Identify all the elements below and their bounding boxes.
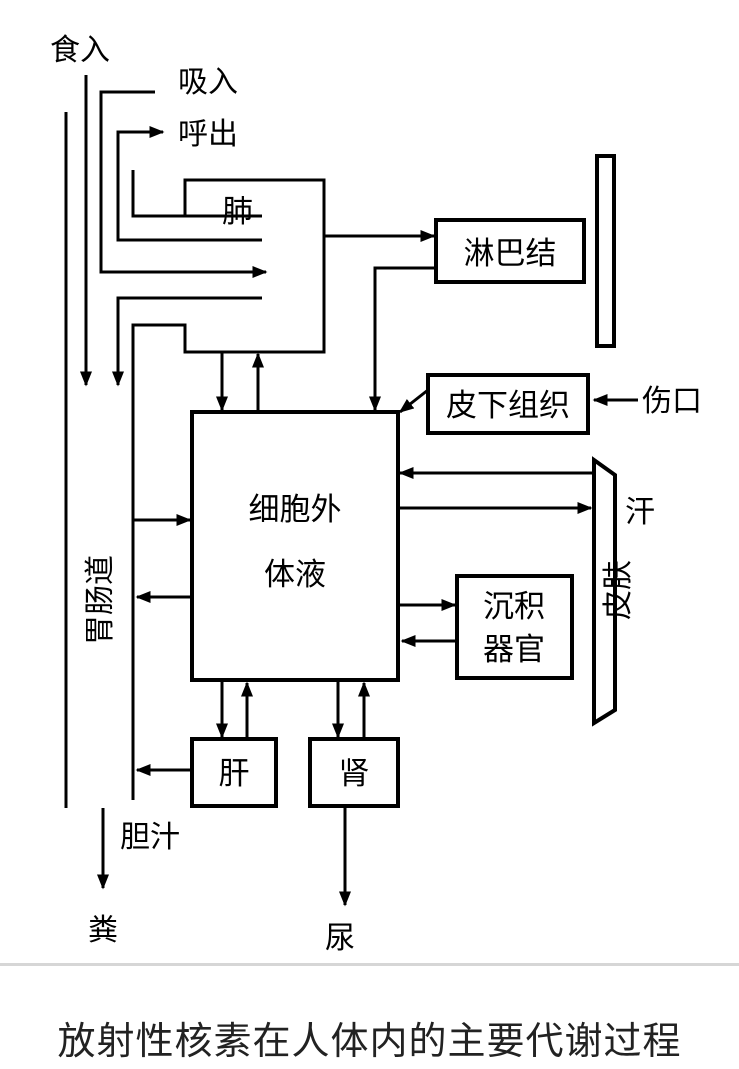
kidney-label: 肾 xyxy=(339,756,370,792)
ecf-label-line1: 细胞外 xyxy=(249,492,342,528)
kidney-box xyxy=(308,737,400,808)
lung-inner-path xyxy=(131,170,262,218)
urine-label: 尿 xyxy=(325,921,355,956)
inhale-label: 吸入 xyxy=(178,65,238,100)
bile-label: 胆汁 xyxy=(120,820,180,855)
subcutaneous-label: 皮下组织 xyxy=(446,388,570,424)
skin-label: 皮肤 xyxy=(601,560,636,620)
ecf-box xyxy=(190,410,400,682)
metabolism-diagram: 食入 吸入 呼出 肺 淋巴结 皮下组织 伤口 细胞外 体液 汗 沉积 器官 皮肤… xyxy=(50,33,702,956)
deposition-label-line1: 沉积 xyxy=(483,589,545,625)
inhale-path xyxy=(99,90,268,278)
deposition-organ-box xyxy=(455,574,574,680)
deposition-label-line2: 器官 xyxy=(483,632,545,668)
liver-label: 肝 xyxy=(219,756,250,792)
gi-tract-label: 胃肠道 xyxy=(83,555,118,645)
caption-divider xyxy=(0,963,739,966)
lung-outline xyxy=(131,178,326,354)
lymph-to-ecf-arrow xyxy=(369,266,436,412)
lymph-vessel-bar xyxy=(595,154,616,348)
subcutaneous-to-ecf-arrow xyxy=(398,388,429,414)
exhale-label: 呼出 xyxy=(178,117,238,152)
lung-clearance-path xyxy=(112,296,262,387)
lymph-node-box xyxy=(434,218,586,284)
feces-label: 粪 xyxy=(88,913,118,948)
liver-box xyxy=(190,737,278,808)
exhale-path xyxy=(116,126,262,242)
lymph-node-label: 淋巴结 xyxy=(464,236,557,272)
figure-caption: 放射性核素在人体内的主要代谢过程 xyxy=(57,1019,682,1063)
skin-shape xyxy=(592,456,617,727)
subcutaneous-box xyxy=(426,373,590,435)
sweat-label: 汗 xyxy=(625,495,655,530)
ingestion-label: 食入 xyxy=(50,33,110,68)
lung-label: 肺 xyxy=(222,194,253,230)
wound-label: 伤口 xyxy=(642,384,702,419)
ecf-label-line2: 体液 xyxy=(264,557,326,593)
